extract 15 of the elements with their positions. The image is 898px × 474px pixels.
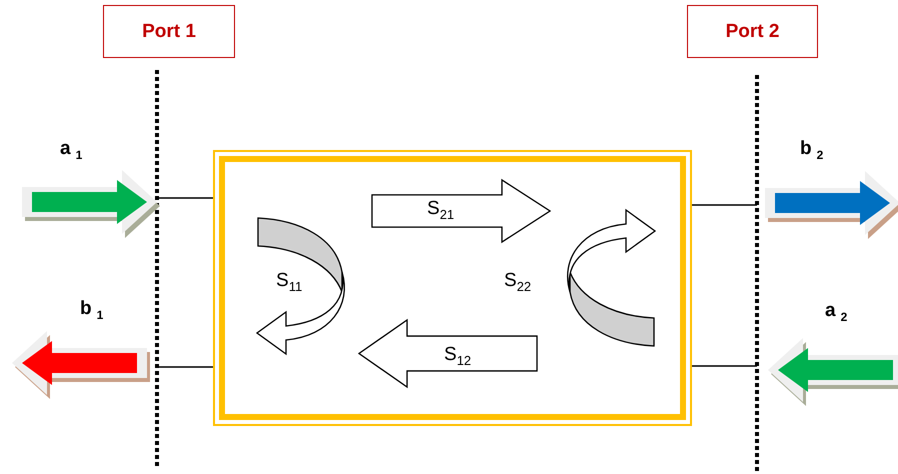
port-label-box xyxy=(687,5,818,58)
s-parameter-label: S$_{11}$ xyxy=(276,270,302,294)
port-label: Port 2 xyxy=(726,20,780,42)
port-label-box xyxy=(103,5,235,58)
s-parameter-label: S$_{12}$ xyxy=(444,344,472,368)
two-port-network-box xyxy=(213,150,692,426)
port-label: Port 1 xyxy=(142,20,196,42)
s-parameter-label: S$_{22}$ xyxy=(504,270,532,294)
block-arrow xyxy=(359,320,537,387)
s-parameter-label: S$_{21}$ xyxy=(427,198,454,222)
wave-variable-label: a$_{1}$ xyxy=(60,138,82,162)
wave-variable-label: b$_{2}$ xyxy=(800,138,824,162)
block-arrow xyxy=(372,180,550,242)
wave-variable-label: a$_{2}$ xyxy=(825,300,848,324)
wave-variable-label: b$_{1}$ xyxy=(80,298,104,322)
